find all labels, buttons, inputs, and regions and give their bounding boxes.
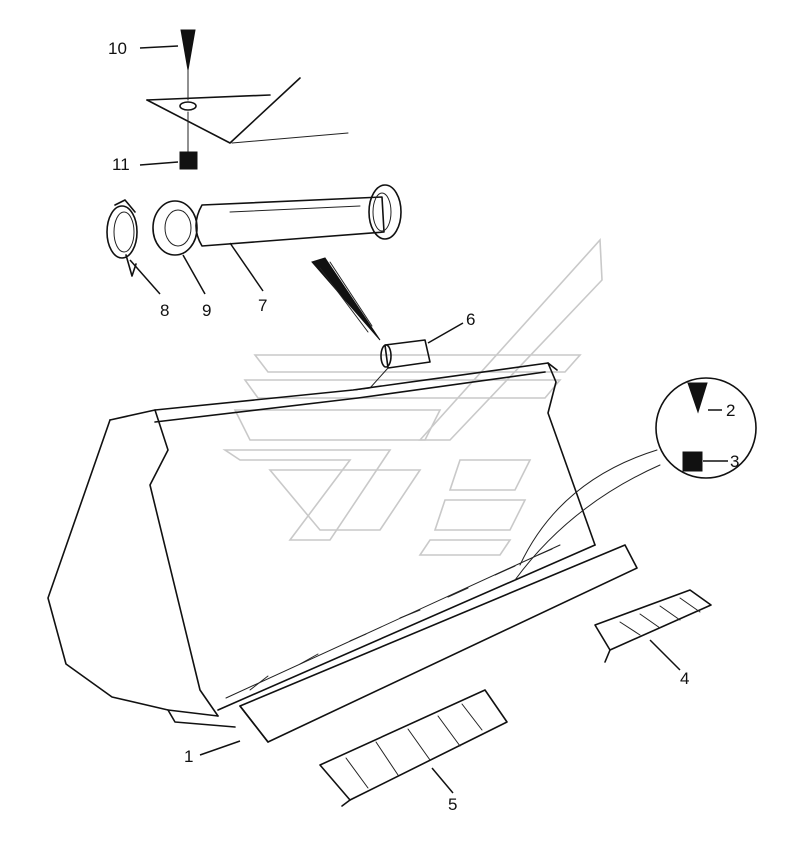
callout-labels: 10 11 8 9 7 6 2 3 4 1 5 bbox=[108, 39, 739, 814]
cover-plate bbox=[146, 77, 349, 144]
callout-5: 5 bbox=[448, 795, 457, 814]
arrow-insertion bbox=[311, 257, 381, 341]
pin-7 bbox=[195, 184, 402, 247]
watermark-logo bbox=[222, 238, 603, 556]
callout-6: 6 bbox=[466, 310, 475, 329]
callout-2: 2 bbox=[726, 401, 735, 420]
washer-9 bbox=[152, 200, 198, 256]
fastener-wedge-10 bbox=[180, 29, 196, 101]
hinge-bushing-6 bbox=[354, 339, 431, 391]
callout-4: 4 bbox=[680, 669, 689, 688]
square-nut-11 bbox=[179, 111, 198, 170]
retaining-ring-8 bbox=[106, 199, 138, 277]
detail-circle bbox=[514, 377, 757, 581]
leader-lines bbox=[129, 45, 728, 794]
callout-7: 7 bbox=[258, 296, 267, 315]
callout-8: 8 bbox=[160, 301, 169, 320]
cutting-edge-4 bbox=[594, 589, 712, 663]
callout-11: 11 bbox=[112, 155, 130, 174]
callout-1: 1 bbox=[184, 747, 193, 766]
callout-3: 3 bbox=[730, 452, 739, 471]
bucket-1 bbox=[47, 362, 638, 743]
callout-9: 9 bbox=[202, 301, 211, 320]
cutting-edge-5 bbox=[319, 689, 508, 807]
callout-10: 10 bbox=[108, 39, 127, 58]
